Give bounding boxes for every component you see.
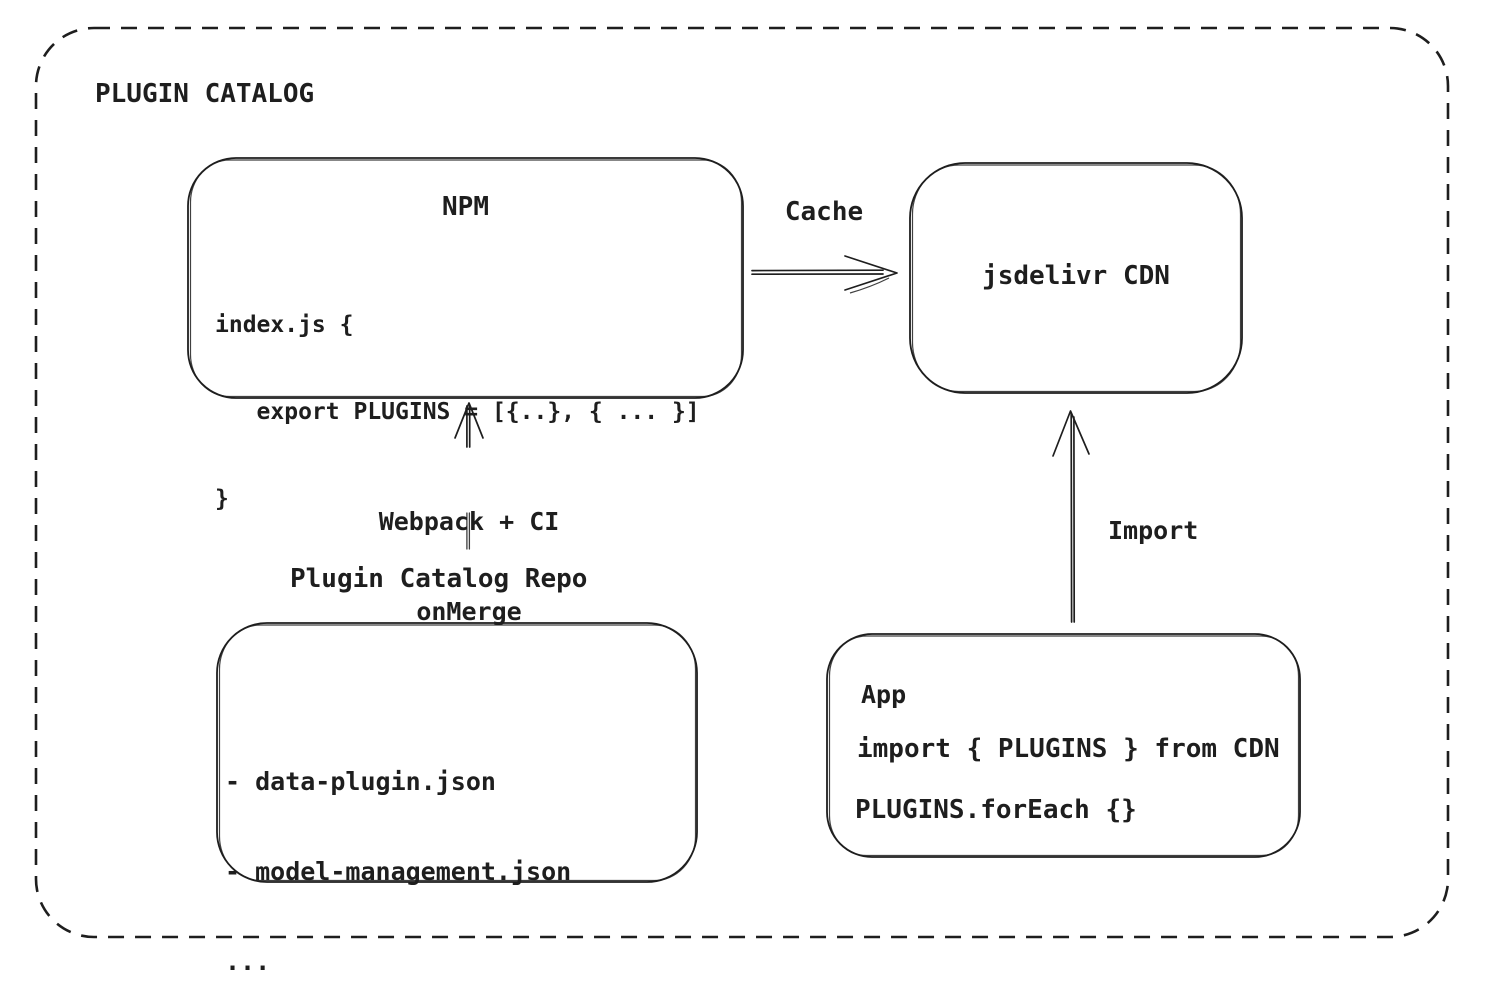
app-code-line: import { PLUGINS } from CDN — [857, 734, 1280, 764]
cdn-box-label: jsdelivr CDN — [982, 261, 1170, 291]
repo-box-label: Plugin Catalog Repo — [290, 564, 588, 594]
npm-box-title: NPM — [442, 192, 489, 222]
build-arrow-label-line1: Webpack + CI — [378, 507, 560, 536]
npm-box — [187, 157, 744, 399]
repo-file-list: - data-plugin.json - model-management.js… — [225, 707, 571, 1002]
diagram-title: PLUGIN CATALOG — [95, 79, 315, 109]
repo-file-line: ... — [225, 947, 271, 976]
npm-code-block: index.js { export PLUGINS = [{..}, { ...… — [215, 253, 700, 572]
repo-box — [216, 622, 698, 883]
import-arrow — [1052, 410, 1090, 623]
repo-file-line: - data-plugin.json — [225, 767, 496, 796]
app-box — [826, 633, 1301, 858]
app-box-title: App — [861, 680, 907, 709]
app-code-line: PLUGINS.forEach {} — [855, 795, 1137, 825]
import-arrow-label: Import — [1108, 516, 1199, 545]
cache-arrow-label: Cache — [784, 197, 864, 227]
build-arrow-label-line2: onMerge — [416, 597, 522, 626]
build-arrow — [454, 402, 484, 550]
cache-arrow — [751, 255, 898, 294]
npm-code-line: index.js { — [215, 312, 354, 338]
catalog-boundary-box — [34, 26, 1450, 939]
build-arrow-label: Webpack + CI onMerge — [329, 447, 609, 687]
cdn-box — [909, 162, 1243, 394]
npm-code-line: } — [215, 486, 229, 512]
repo-file-line: - model-management.json — [225, 857, 572, 886]
npm-code-line: export PLUGINS = [{..}, { ... }] — [215, 399, 700, 425]
